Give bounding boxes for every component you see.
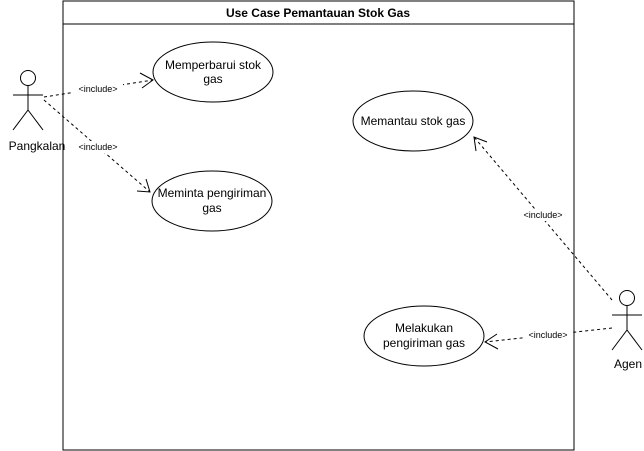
- use-case-melakukan-pengiriman-gas[interactable]: Melakukan pengiriman gas: [363, 305, 485, 367]
- use-case-label-line: Melakukan: [395, 321, 453, 335]
- include-label: <include>: [78, 84, 117, 94]
- use-case-memantau-stok-gas[interactable]: Memantau stok gas: [352, 90, 474, 152]
- stick-figure-icon: [611, 290, 643, 351]
- include-relation-agen-memantau: <include>: [473, 136, 613, 301]
- use-case-label-line: Memperbarui stok: [165, 58, 262, 72]
- system-boundary: Use Case Pemantauan Stok Gas: [62, 0, 575, 451]
- use-case-label-line: Memantau stok gas: [361, 114, 466, 128]
- use-case-meminta-pengiriman-gas[interactable]: Meminta pengiriman gas: [151, 170, 273, 232]
- include-relation-pangkalan-meminta: <include>: [43, 99, 151, 193]
- include-label: <include>: [78, 142, 117, 152]
- actor-pangkalan[interactable]: Pangkalan: [9, 70, 66, 154]
- include-relation-agen-melakukan: <include>: [484, 327, 613, 350]
- include-label: <include>: [523, 210, 562, 220]
- relation-label-bg: [523, 329, 573, 341]
- stick-figure-icon: [12, 70, 44, 131]
- actor-label-agen: Agen: [614, 357, 642, 371]
- use-case-label-line: Meminta pengiriman: [158, 186, 267, 200]
- use-case-label-line: gas: [202, 201, 221, 215]
- relation-label-bg: [73, 141, 123, 153]
- use-case-label-line: pengiriman gas: [383, 336, 465, 350]
- actor-label-pangkalan: Pangkalan: [9, 139, 66, 153]
- use-case-label-line: gas: [203, 72, 222, 86]
- relation-label-bg: [518, 209, 568, 221]
- include-relation-pangkalan-memperbarui: <include>: [43, 72, 154, 98]
- actor-agen[interactable]: Agen: [611, 290, 643, 372]
- use-case-memperbarui-stok-gas[interactable]: Memperbarui stok gas: [152, 41, 274, 103]
- include-label: <include>: [528, 330, 567, 340]
- system-title: Use Case Pemantauan Stok Gas: [226, 6, 410, 20]
- relation-label-bg: [73, 83, 123, 95]
